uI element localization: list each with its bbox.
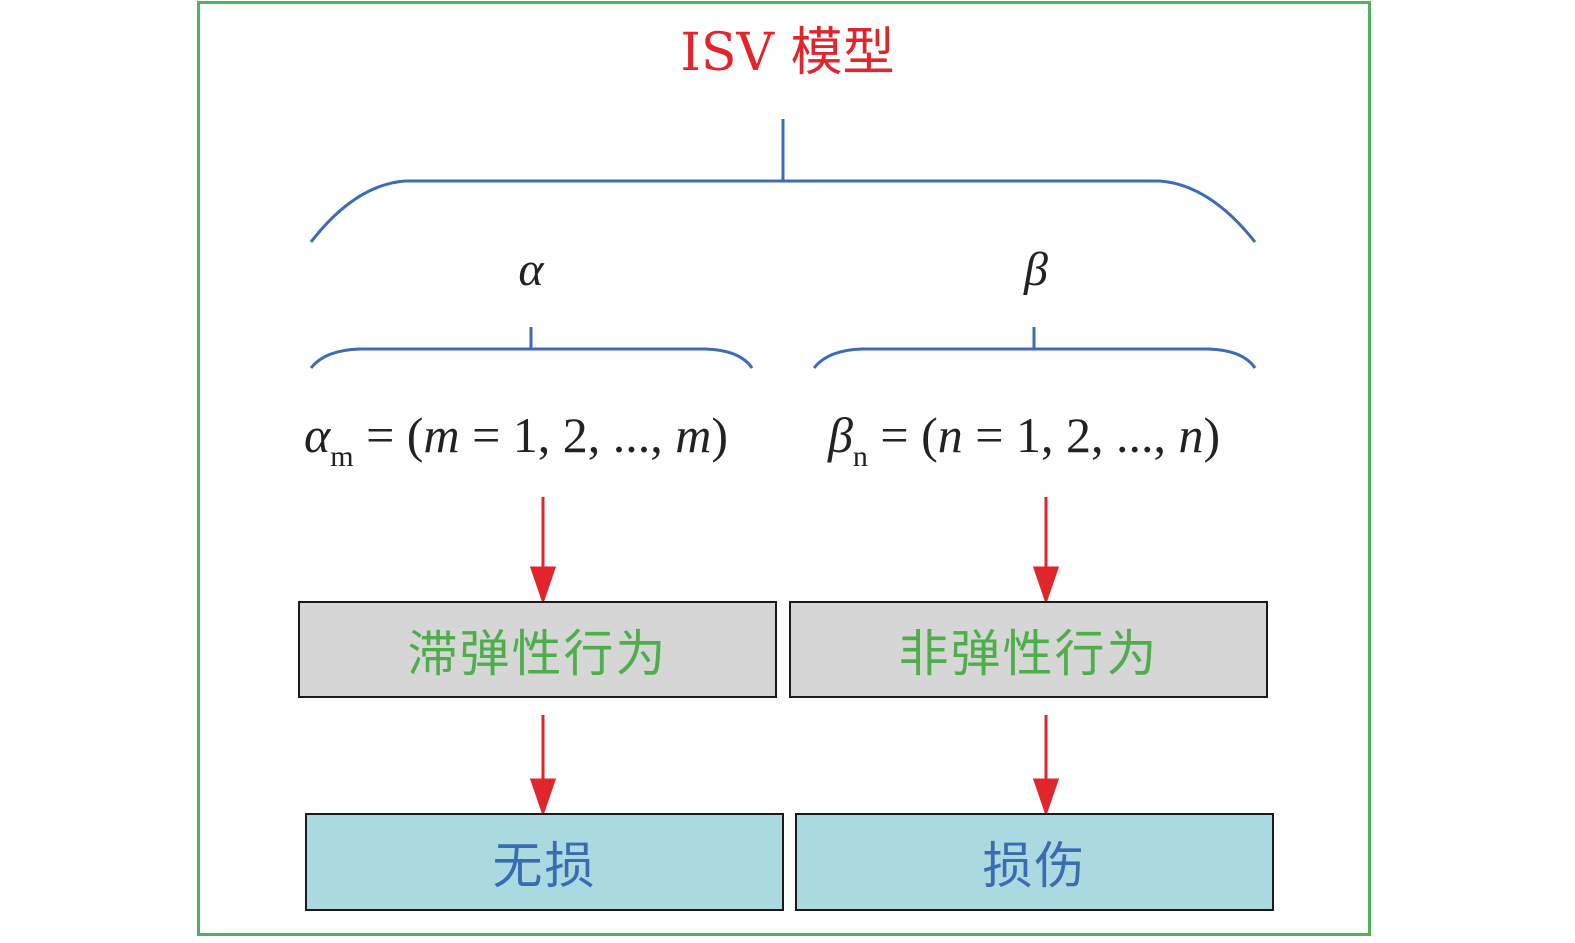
no-damage-box: 无损 <box>305 813 784 911</box>
anelastic-behavior-box: 滞弹性行为 <box>298 601 777 698</box>
formula-subscript: m <box>330 440 354 473</box>
beta-formula: βn = (n = 1, 2, ..., n) <box>828 407 1221 473</box>
right-bracket <box>812 327 1257 369</box>
formula-base: β <box>828 407 853 463</box>
arrow-right-1 <box>1032 497 1060 605</box>
beta-symbol: β <box>1024 243 1048 296</box>
arrow-left-2 <box>529 715 557 817</box>
formula-base: α <box>304 407 331 463</box>
formula-variable: n <box>937 407 963 463</box>
formula-subscript: n <box>852 440 868 473</box>
diagram-frame <box>197 1 1371 936</box>
left-bracket <box>309 327 754 369</box>
alpha-symbol: α <box>518 243 544 296</box>
alpha-formula: αm = (m = 1, 2, ..., m) <box>304 407 729 473</box>
formula-sequence: 1, 2, ..., <box>512 407 676 463</box>
formula-upper: m <box>675 407 712 463</box>
formula-variable: m <box>423 407 460 463</box>
damage-box: 损伤 <box>795 813 1274 911</box>
arrow-right-2 <box>1032 715 1060 817</box>
formula-upper: n <box>1178 407 1204 463</box>
diagram-title: ISV 模型 <box>680 23 895 83</box>
formula-sequence: 1, 2, ..., <box>1015 407 1179 463</box>
inelastic-behavior-box: 非弹性行为 <box>789 601 1268 698</box>
top-bracket <box>309 119 1257 243</box>
arrow-left-1 <box>529 497 557 605</box>
